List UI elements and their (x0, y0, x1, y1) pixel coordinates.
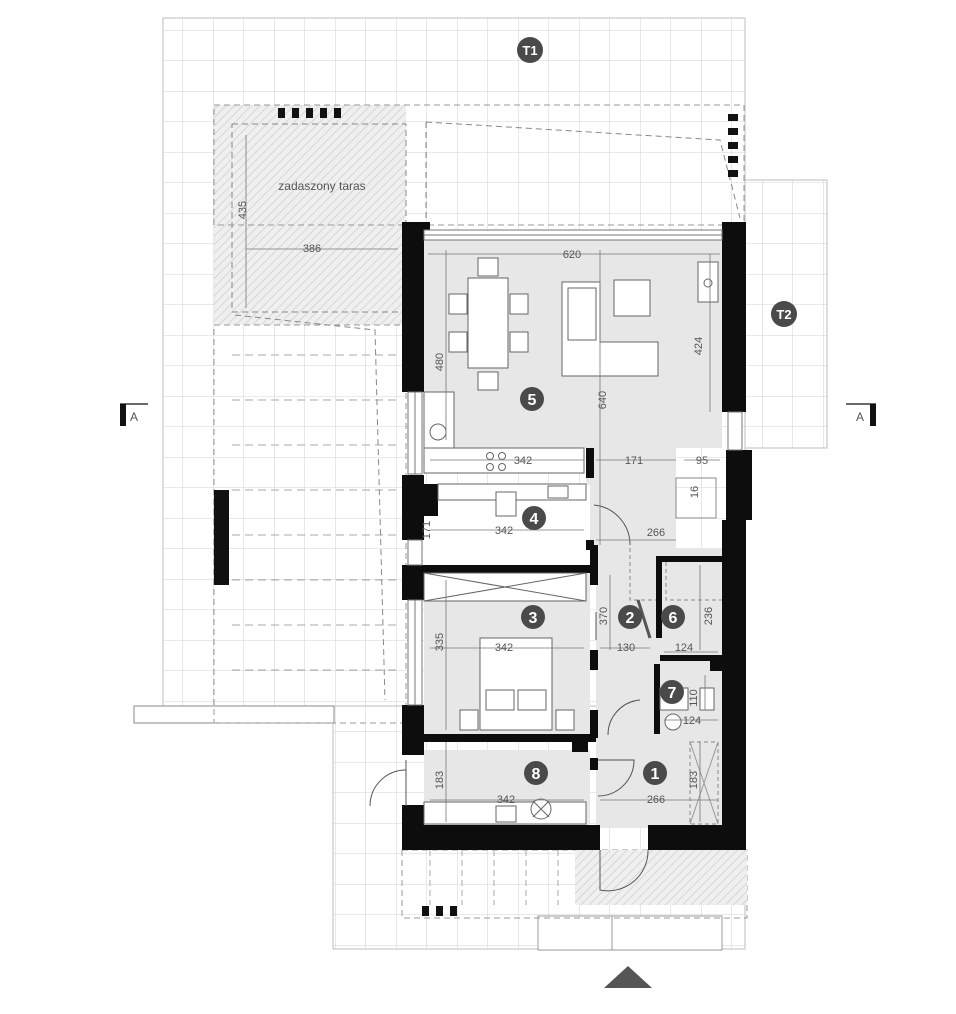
dim-620: 620 (563, 249, 581, 261)
doors (369, 504, 652, 892)
dim-342-kitchen: 342 (514, 455, 532, 467)
dim-110: 110 (688, 689, 700, 707)
terrace-badge-t1-text: T1 (522, 43, 537, 58)
dim-342-room4: 342 (495, 525, 513, 537)
dimension-lines (245, 135, 720, 822)
room-badge-6: 6 (661, 605, 685, 629)
dim-16: 16 (689, 486, 701, 498)
dim-124-room7: 124 (683, 715, 701, 727)
dim-171: 171 (625, 455, 643, 467)
dim-171-room4: 171 (421, 521, 433, 539)
room-badge-8-text: 8 (532, 766, 541, 783)
room-badge-1: 1 (643, 761, 667, 785)
room-badge-7: 7 (660, 680, 684, 704)
dim-266-hall: 266 (647, 527, 665, 539)
dim-386: 386 (303, 243, 321, 255)
dim-480: 480 (434, 353, 446, 371)
dim-335: 335 (434, 633, 446, 651)
section-marker-left: A (120, 403, 148, 426)
dim-435: 435 (237, 201, 249, 219)
walls (402, 222, 752, 850)
section-marker-right: A (846, 403, 876, 426)
room-badge-3-text: 3 (529, 610, 538, 627)
room-badge-2-text: 2 (626, 610, 635, 627)
dim-183-room8: 183 (434, 771, 446, 789)
room-badge-4: 4 (522, 506, 546, 530)
room-badge-5-text: 5 (528, 392, 537, 409)
section-marker-left-text: A (130, 410, 138, 424)
room-badge-6-text: 6 (669, 610, 678, 627)
section-marker-right-text: A (856, 410, 864, 424)
room-badge-4-text: 4 (530, 511, 539, 528)
terrace-badge-t1: T1 (517, 37, 543, 63)
room-badge-5: 5 (520, 387, 544, 411)
dim-640: 640 (597, 391, 609, 409)
dim-424: 424 (693, 337, 705, 355)
room-badge-1-text: 1 (651, 766, 660, 783)
dim-342-room8: 342 (497, 794, 515, 806)
dim-266-room1: 266 (647, 794, 665, 806)
room-badge-7-text: 7 (668, 685, 677, 702)
covered-terrace-label: zadaszony taras (278, 179, 365, 193)
dim-342-room3: 342 (495, 642, 513, 654)
posts (214, 108, 738, 916)
dim-183-room1: 183 (688, 771, 700, 789)
terrace-badge-t2-text: T2 (776, 307, 791, 322)
windows (407, 229, 743, 706)
terrace-badge-t2: T2 (771, 301, 797, 327)
dim-370: 370 (598, 607, 610, 625)
room-badge-8: 8 (524, 761, 548, 785)
dim-124-room6: 124 (675, 642, 693, 654)
dim-95: 95 (696, 455, 708, 467)
dim-130: 130 (617, 642, 635, 654)
room-badge-3: 3 (521, 605, 545, 629)
furniture (423, 257, 722, 825)
room-badge-2: 2 (618, 605, 642, 629)
entrance-arrow (604, 966, 652, 988)
dim-236: 236 (703, 607, 715, 625)
